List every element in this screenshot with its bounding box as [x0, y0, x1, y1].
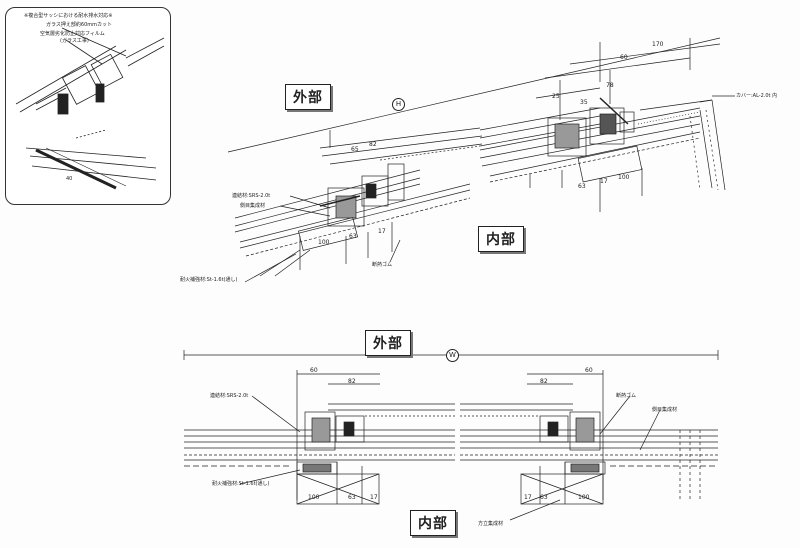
inset-dim: 40	[66, 176, 73, 182]
top-dim-25: 25	[552, 93, 560, 100]
inset-detail-panel: ※複合型サッシにおける耐水排水対応※ ガラス押え部約60mmカット 空気層劣化防…	[5, 7, 171, 205]
top-outside-label: 外部	[285, 84, 331, 110]
inset-title: ※複合型サッシにおける耐水排水対応※	[24, 13, 113, 19]
top-dim-100: 100	[318, 239, 330, 246]
top-dim-35: 35	[580, 99, 588, 106]
bottom-dim-17-left: 17	[370, 494, 378, 501]
top-axis-mark: H	[392, 98, 405, 111]
bottom-dim-100-right: 100	[578, 494, 590, 501]
top-dim-63b: 63	[578, 183, 586, 190]
bottom-label-side-member: 側目集成材	[652, 407, 678, 413]
bottom-label-gum: 断熱ゴム	[616, 393, 637, 399]
top-label-gum: 断熱ゴム	[372, 262, 393, 268]
top-dim-82: 82	[369, 141, 377, 148]
top-dim-60: 60	[620, 54, 628, 61]
inset-note-glass-cut: ガラス押え部約60mmカット	[46, 22, 113, 28]
top-dim-17: 17	[378, 228, 386, 235]
bottom-dim-63-left: 63	[348, 494, 356, 501]
bottom-outside-label: 外部	[365, 330, 411, 356]
bottom-dim-60-left: 60	[310, 367, 318, 374]
top-label-side-member: 側目集成材	[240, 203, 266, 209]
bottom-inside-label: 内部	[410, 510, 456, 536]
bottom-dim-63-right: 63	[540, 494, 548, 501]
bottom-dim-60-right: 60	[585, 367, 593, 374]
top-dim-100b: 100	[618, 174, 630, 181]
top-dim-65: 65	[351, 146, 359, 153]
inset-drawing	[15, 27, 165, 190]
bottom-label-connector: 連結材:SRS-2.0t	[210, 393, 249, 399]
bottom-dim-17-right: 17	[524, 494, 532, 501]
bottom-dim-82-left: 82	[348, 378, 356, 385]
bottom-dim-82-right: 82	[540, 378, 548, 385]
top-dim-78: 78	[606, 82, 614, 89]
top-dim-17b: 17	[600, 178, 608, 185]
bottom-axis-mark: W	[446, 349, 459, 362]
inset-note-film: 空気層劣化防止対応フィルム	[40, 31, 105, 37]
top-label-connector: 連結材:SRS-2.0t	[232, 193, 271, 199]
bottom-label-fireproof: 耐火補強材:St-1.6t(通し)	[212, 481, 270, 487]
bottom-label-vertical-member: 方立集成材	[478, 521, 504, 527]
top-dim-170: 170	[652, 41, 664, 48]
top-inside-label: 内部	[478, 226, 524, 252]
top-dim-63: 63	[349, 233, 357, 240]
bottom-dim-100-left: 100	[308, 494, 320, 501]
inset-note-glass-work: (ガラス工事)	[60, 38, 89, 44]
top-label-fireproof: 耐火補強材:St-1.6t(通し)	[180, 277, 238, 283]
top-label-cover: カバー:AL-2.0t 内	[736, 93, 778, 99]
